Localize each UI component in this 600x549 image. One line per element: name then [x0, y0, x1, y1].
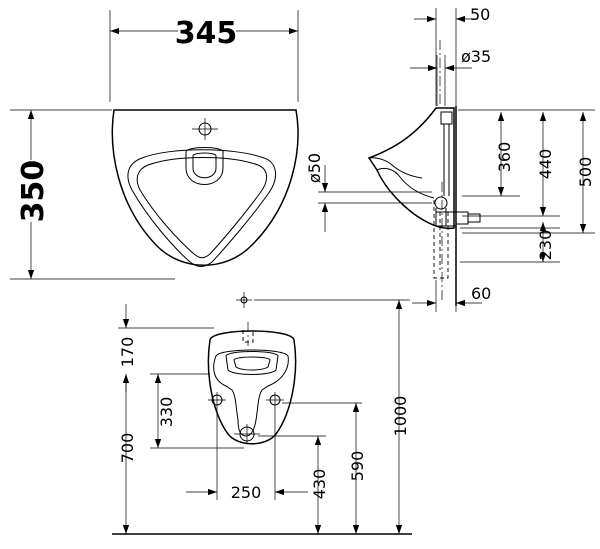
dim-d50: ø50 — [305, 153, 432, 232]
dim-590: 590 — [282, 402, 367, 534]
dim-700: 700 — [118, 380, 137, 534]
label-590: 590 — [348, 451, 367, 482]
side-view-bowl — [367, 40, 481, 306]
label-d50: ø50 — [305, 153, 324, 183]
label-230: 230 — [536, 230, 555, 261]
dim-250: 250 — [186, 408, 308, 502]
dim-440: 440 — [462, 112, 560, 217]
label-330: 330 — [157, 397, 176, 428]
dim-60: 60 — [412, 280, 491, 312]
dim-500: 500 — [462, 112, 595, 234]
label-345: 345 — [175, 16, 238, 51]
dim-230: 230 — [460, 222, 560, 263]
label-250: 250 — [231, 483, 262, 502]
dim-1000: 1000 — [391, 300, 410, 534]
lower-view-bowl — [207, 322, 297, 445]
dim-430: 430 — [258, 435, 329, 534]
dim-d35: ø35 — [410, 47, 491, 106]
label-50: 50 — [470, 5, 490, 24]
label-500: 500 — [576, 157, 595, 188]
label-430: 430 — [310, 469, 329, 500]
label-360: 360 — [495, 142, 514, 173]
dim-170: 170 — [118, 304, 137, 392]
dim-330: 330 — [154, 374, 176, 448]
label-700: 700 — [118, 433, 137, 464]
dim-360: 360 — [458, 109, 595, 197]
label-d35: ø35 — [461, 47, 491, 66]
label-170: 170 — [118, 337, 137, 368]
top-view-bowl — [111, 109, 299, 267]
dim-50: 50 — [414, 5, 490, 106]
label-60: 60 — [471, 284, 491, 303]
dim-345: 345 — [109, 10, 299, 102]
wall-inlet-marker — [236, 292, 410, 308]
label-350: 350 — [16, 160, 51, 223]
label-440: 440 — [536, 149, 555, 180]
label-1000: 1000 — [391, 396, 410, 437]
dim-350: 350 — [10, 109, 175, 280]
